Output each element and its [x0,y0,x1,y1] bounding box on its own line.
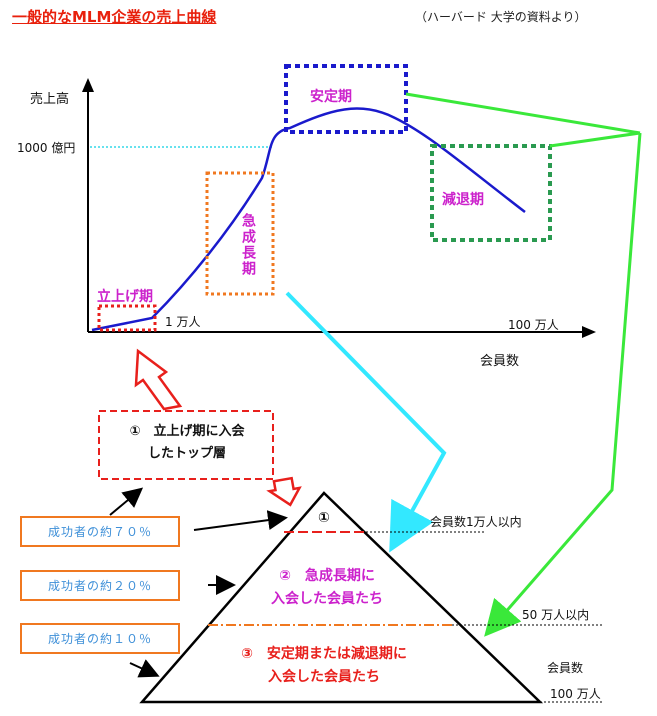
top-layer-line2: したトップ層 [147,446,226,461]
phase-startup-label: 立上げ期 [97,289,153,305]
source-note: （ハーバード 大学の資料より） [415,10,587,24]
pyramid [139,491,544,704]
pyramid-label-base: 100 万人 [550,687,601,701]
pyramid-tier1-label: ① [318,510,330,526]
success-box-70: 成功者の約７０％ [20,516,180,547]
startup-box [97,304,157,332]
page-title: 一般的なMLM企業の売上曲線 [12,8,217,26]
arrow-70 [193,510,288,531]
pyramid-tier2-line2: 入会した会員たち [271,591,383,607]
pyramid-tier2-text: ② 急成長期に 入会した会員たち [252,565,402,611]
y-tick-1000: 1000 億円 [17,141,76,155]
arrow-10 [129,659,160,678]
y-axis-label: 売上高 [30,92,70,107]
stable-box [284,64,408,134]
arrow-to-top-layer [109,487,144,516]
green-line-stable [405,92,641,135]
pyramid-label-base-title: 会員数 [547,661,584,675]
green-arrow [484,132,642,637]
x-axis-label: 会員数 [480,354,520,369]
x-tick-1man: 1 万人 [165,315,201,329]
pyramid-label-tier2: 50 万人以内 [522,608,590,622]
success-box-10: 成功者の約１０％ [20,623,180,654]
phase-decline-label: 減退期 [442,192,484,208]
y-axis-arrowhead [82,78,94,92]
growth-box [205,171,275,296]
phase-growth-label: 急成長期 [240,213,256,277]
decline-box [430,144,552,242]
pyramid-tier3-line1: ③ 安定期または減退期に [241,646,407,662]
red-hollow-arrow-down [266,476,302,507]
cyan-arrow [285,291,447,553]
phase-stable-label: 安定期 [310,89,352,105]
green-line-decline [549,131,641,148]
success-box-20: 成功者の約２０％ [20,570,180,601]
pyramid-tier3-text: ③ 安定期または減退期に 入会した会員たち [214,643,434,689]
pyramid-label-tier1: 会員数1万人以内 [430,515,522,529]
red-hollow-arrow-up [134,348,183,411]
top-layer-text: ① 立上げ期に入会 したトップ層 [103,421,271,465]
pyramid-tier2-line1: ② 急成長期に [279,568,375,584]
x-axis-arrowhead [582,326,596,338]
top-layer-line1: ① 立上げ期に入会 [129,424,245,439]
sales-curve [91,107,526,332]
pyramid-tier3-line2: 入会した会員たち [268,669,380,685]
x-tick-100man: 100 万人 [508,318,559,332]
